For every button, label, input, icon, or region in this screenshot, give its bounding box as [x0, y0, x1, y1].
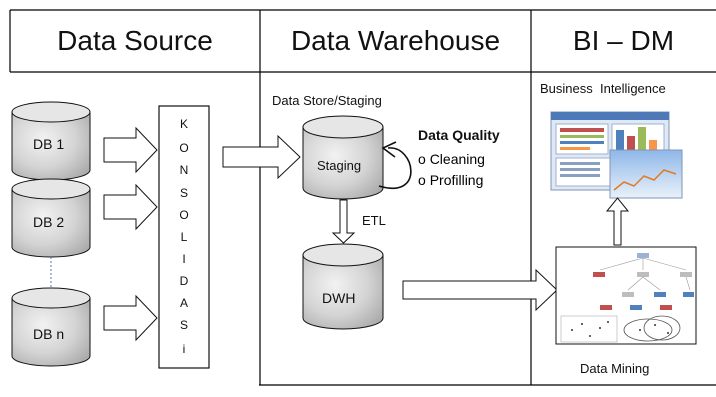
- konsolidasi-box: [158, 105, 210, 369]
- arrow-db1-konsolidasi: [103, 126, 158, 174]
- konsolidasi-letter: L: [180, 230, 188, 244]
- data-quality-item: o Cleaning: [418, 151, 485, 167]
- arrow-dwh-datamining: [402, 268, 558, 312]
- db-2-label: DB 2: [33, 214, 65, 230]
- konsolidasi-letter: O: [179, 141, 189, 155]
- konsolidasi-letter: I: [182, 252, 186, 266]
- arrow-dbn-konsolidasi: [103, 294, 158, 342]
- db-2-cylinder: [11, 178, 91, 258]
- konsolidasi-letter: S: [179, 186, 188, 200]
- konsolidasi-letter: K: [179, 117, 188, 131]
- db-n-cylinder: [11, 287, 91, 367]
- konsolidasi-letter: N: [179, 163, 189, 177]
- arrow-datamining-bi: [605, 197, 630, 246]
- db-n-label: DB n: [33, 326, 65, 342]
- konsolidasi-letter: S: [179, 318, 188, 332]
- data-quality-item: o Profilling: [418, 172, 483, 188]
- konsolidasi-letter: O: [179, 208, 189, 222]
- etl-label: ETL: [362, 213, 386, 228]
- data-store-label: Data Store/Staging: [272, 93, 382, 108]
- konsolidasi-letter: D: [179, 274, 189, 288]
- staging-cylinder: [302, 115, 384, 200]
- data-mining-image: [555, 246, 697, 345]
- staging-label: Staging: [317, 158, 362, 173]
- header-bi-dm: BI – DM: [572, 25, 675, 56]
- header-data-source: Data Source: [57, 25, 213, 56]
- data-quality-title: Data Quality: [418, 127, 500, 143]
- data-quality-loop-arrowhead: [381, 141, 397, 158]
- data-quality-item-label: Profilling: [429, 172, 484, 188]
- bullet-icon: o: [418, 151, 426, 167]
- data-quality-loop-arrow: [378, 147, 412, 189]
- etl-arrow: [331, 199, 356, 244]
- header-data-warehouse: Data Warehouse: [290, 25, 501, 56]
- konsolidasi-letter: i: [182, 342, 186, 356]
- konsolidasi-letter: A: [179, 296, 188, 310]
- data-quality-item-label: Cleaning: [429, 151, 485, 167]
- arrow-konsolidasi-staging: [222, 134, 301, 180]
- bi-dashboard-image: [550, 111, 683, 199]
- db-1-label: DB 1: [33, 136, 65, 152]
- frame: [9, 9, 716, 386]
- business-intelligence-label: Business Intelligence: [540, 81, 666, 96]
- dwh-label: DWH: [322, 290, 356, 306]
- dwh-cylinder: [302, 243, 384, 330]
- arrow-db2-konsolidasi: [103, 183, 158, 231]
- data-mining-label: Data Mining: [580, 361, 650, 376]
- bullet-icon: o: [418, 172, 426, 188]
- db-1-cylinder: [11, 101, 91, 181]
